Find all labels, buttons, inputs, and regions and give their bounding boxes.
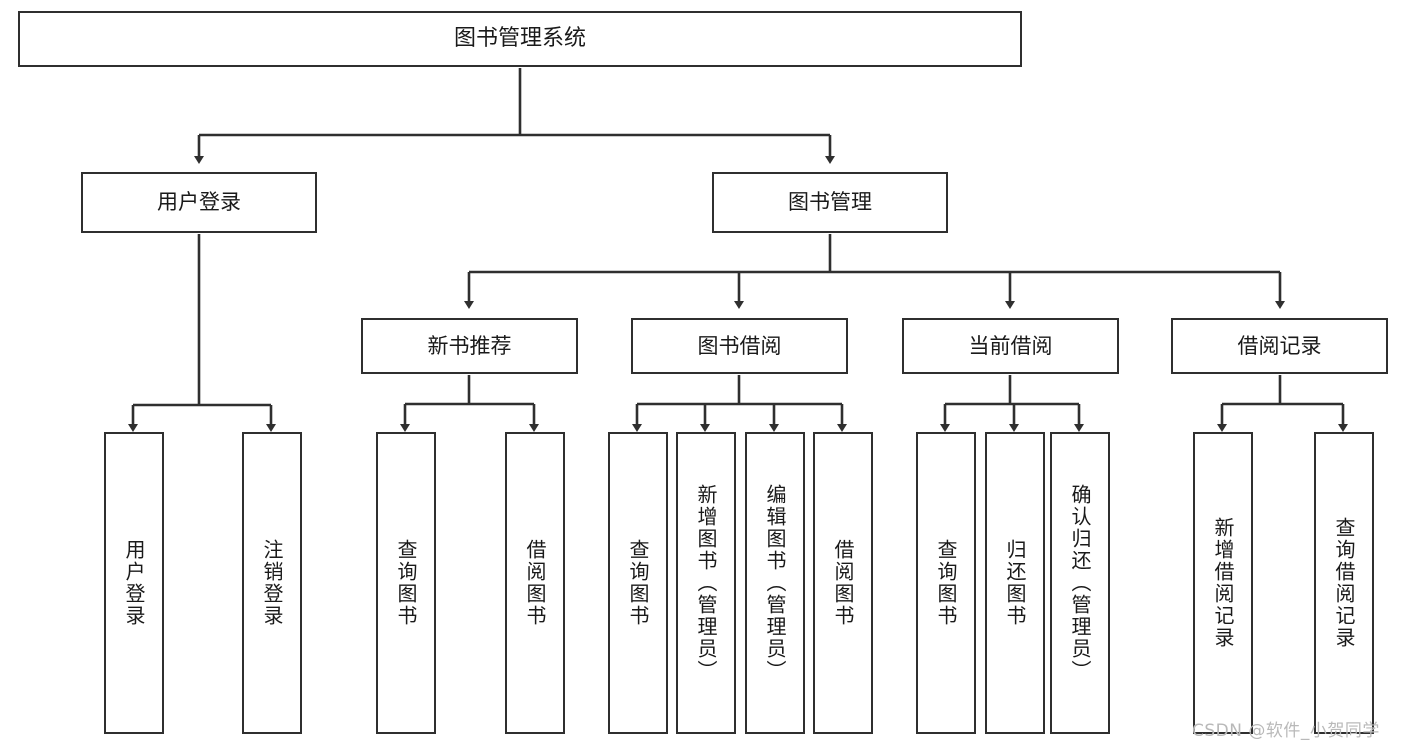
node-user-login[interactable]: 用户登录 xyxy=(81,172,317,233)
leaf-query-book-borrow[interactable]: 查询图书 xyxy=(608,432,668,734)
leaf-confirm-return-admin[interactable]: 确认归还（管理员） xyxy=(1050,432,1110,734)
node-current-borrow-label: 当前借阅 xyxy=(968,333,1053,358)
node-root[interactable]: 图书管理系统 xyxy=(18,11,1022,67)
node-user-login-label: 用户登录 xyxy=(157,190,241,215)
leaf-edit-book-admin[interactable]: 编辑图书（管理员） xyxy=(745,432,805,734)
leaf-query-book-current-label: 查询图书 xyxy=(934,539,958,627)
node-new-book-recommend[interactable]: 新书推荐 xyxy=(361,318,578,374)
leaf-borrow-book[interactable]: 借阅图书 xyxy=(813,432,873,734)
leaf-add-borrow-record[interactable]: 新增借阅记录 xyxy=(1193,432,1253,734)
csdn-watermark: CSDN @软件_小贺同学 xyxy=(1192,721,1380,741)
node-book-borrow-label: 图书借阅 xyxy=(697,333,782,358)
node-new-book-recommend-label: 新书推荐 xyxy=(427,333,512,358)
leaf-query-book-borrow-label: 查询图书 xyxy=(626,539,650,627)
leaf-add-book-admin-label: 新增图书（管理员） xyxy=(694,484,718,682)
leaf-confirm-return-admin-label: 确认归还（管理员） xyxy=(1068,484,1092,682)
leaf-query-book-newbook[interactable]: 查询图书 xyxy=(376,432,436,734)
node-root-label: 图书管理系统 xyxy=(453,26,586,52)
leaf-borrow-book-label: 借阅图书 xyxy=(831,539,855,627)
node-borrow-records-label: 借阅记录 xyxy=(1237,333,1322,358)
leaf-logout[interactable]: 注销登录 xyxy=(242,432,302,734)
leaf-logout-label: 注销登录 xyxy=(260,539,284,627)
node-book-management-label: 图书管理 xyxy=(788,190,872,215)
leaf-query-book-current[interactable]: 查询图书 xyxy=(916,432,976,734)
leaf-edit-book-admin-label: 编辑图书（管理员） xyxy=(763,484,787,682)
leaf-return-book[interactable]: 归还图书 xyxy=(985,432,1045,734)
leaf-user-login[interactable]: 用户登录 xyxy=(104,432,164,734)
node-book-borrow[interactable]: 图书借阅 xyxy=(631,318,848,374)
leaf-query-book-newbook-label: 查询图书 xyxy=(394,539,418,627)
node-borrow-records[interactable]: 借阅记录 xyxy=(1171,318,1388,374)
leaf-query-borrow-record-label: 查询借阅记录 xyxy=(1332,517,1356,649)
leaf-borrow-book-newbook[interactable]: 借阅图书 xyxy=(505,432,565,734)
leaf-user-login-label: 用户登录 xyxy=(122,539,146,627)
leaf-borrow-book-newbook-label: 借阅图书 xyxy=(523,539,547,627)
leaf-query-borrow-record[interactable]: 查询借阅记录 xyxy=(1314,432,1374,734)
leaf-add-book-admin[interactable]: 新增图书（管理员） xyxy=(676,432,736,734)
leaf-return-book-label: 归还图书 xyxy=(1003,539,1027,627)
node-current-borrow[interactable]: 当前借阅 xyxy=(902,318,1119,374)
node-book-management[interactable]: 图书管理 xyxy=(712,172,948,233)
leaf-add-borrow-record-label: 新增借阅记录 xyxy=(1211,517,1235,649)
